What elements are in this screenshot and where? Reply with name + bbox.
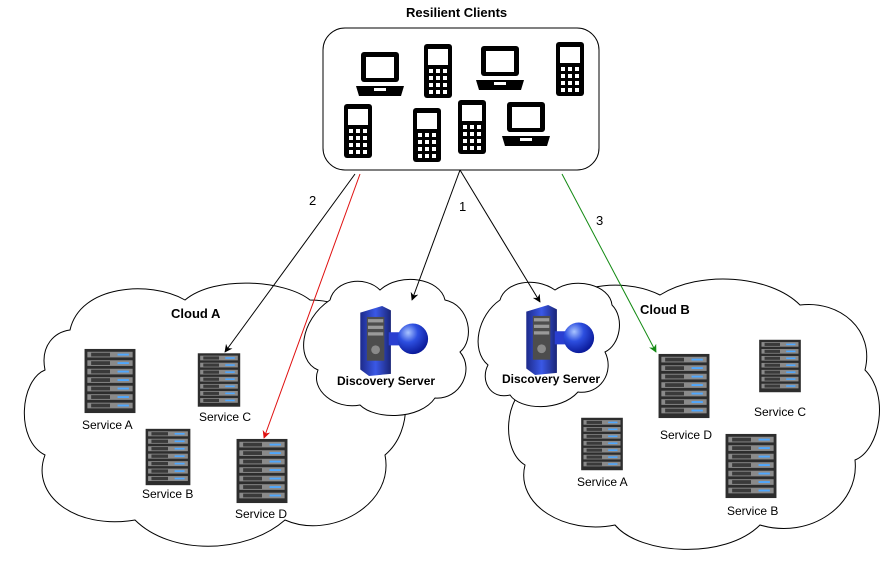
edge-1-to-discovery-a <box>410 169 461 301</box>
edge-label-1: 1 <box>459 199 467 214</box>
edge-3-to-service-d-b <box>561 173 657 353</box>
cloud-a-service-b: Service B <box>142 487 194 501</box>
laptop-icon <box>356 52 404 96</box>
server-rack-icon <box>236 438 288 504</box>
cloud-b-title: Cloud B <box>640 302 690 317</box>
mobile-phone-icon <box>556 42 584 96</box>
cloud-a-title: Cloud A <box>171 306 221 321</box>
server-rack-icon <box>197 353 241 407</box>
server-rack-icon <box>725 433 777 499</box>
server-rack-icon <box>759 339 801 393</box>
laptop-icon <box>502 102 550 146</box>
discovery-server-b-label: Discovery Server <box>502 372 601 386</box>
server-rack-icon <box>84 348 136 414</box>
cloud-b-service-d: Service D <box>660 428 713 442</box>
server-rack-icon <box>581 417 623 471</box>
edge-red-to-service-d <box>262 173 361 439</box>
cloud-a-service-c: Service C <box>199 410 252 424</box>
diagram-title: Resilient Clients <box>406 5 508 20</box>
edge-1-to-discovery-b <box>459 169 541 303</box>
cloud-a-service-d: Service D <box>235 507 288 521</box>
server-rack-icon <box>145 428 191 486</box>
mobile-phone-icon <box>458 100 486 154</box>
edge-2-to-service-c <box>224 173 356 353</box>
discovery-server-a-label: Discovery Server <box>337 374 436 388</box>
cloud-b-service-a: Service A <box>577 475 628 489</box>
server-rack-icon <box>658 353 710 419</box>
edge-label-3: 3 <box>596 213 604 228</box>
cloud-b-service-c: Service C <box>754 405 807 419</box>
mobile-phone-icon <box>413 108 441 162</box>
edge-label-2: 2 <box>309 193 317 208</box>
cloud-a-service-a: Service A <box>82 418 133 432</box>
laptop-icon <box>476 46 524 90</box>
mobile-phone-icon <box>424 44 452 98</box>
cloud-b-service-b: Service B <box>727 504 779 518</box>
mobile-phone-icon <box>344 104 372 158</box>
